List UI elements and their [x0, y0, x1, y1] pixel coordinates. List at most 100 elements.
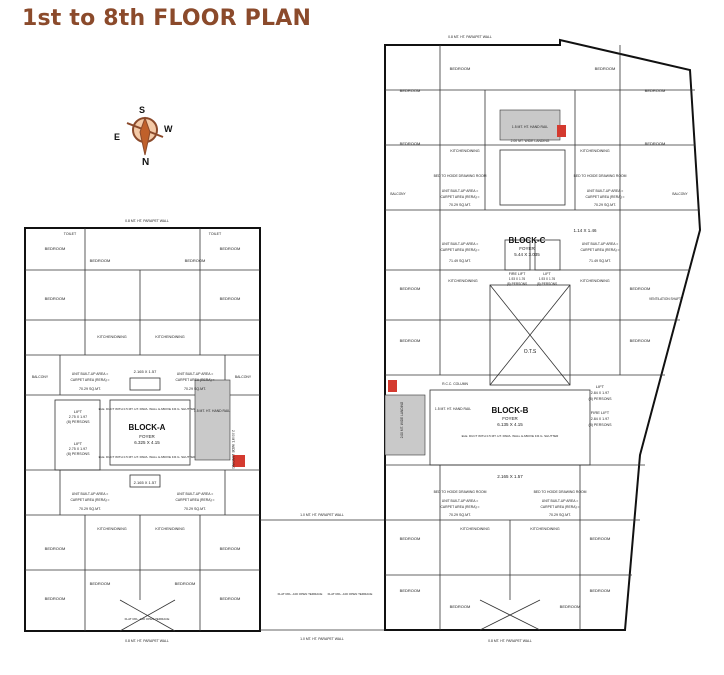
compass-w: W: [164, 124, 173, 134]
a-toilet-2: TOILET: [209, 232, 222, 236]
block-c-foyer-size: 5.44 X 3.035: [514, 252, 540, 257]
b-bedroom-6: BEDROOM: [560, 604, 581, 609]
b-bedroom-3: BEDROOM: [400, 588, 421, 593]
a-kitchen-1: KITCHEN/DINING: [97, 335, 127, 339]
a-bedroom-5: BEDROOM: [45, 296, 66, 301]
block-b-lift-2: FIRE LIFT: [591, 410, 610, 415]
a-built-up-4: UNIT BUILT-UP AREA =: [177, 492, 213, 496]
link-parapet-bottom: 1.0 MT. HT. PARAPET WALL: [300, 637, 344, 641]
c-carpet-3: CARPET AREA (RERA) =: [440, 248, 479, 252]
b-built-up-1: UNIT BUILT-UP AREA =: [442, 499, 478, 503]
c-kitchen-3: KITCHEN/DINING: [448, 279, 478, 283]
block-c-lift-persons: (8) PERSONS: [537, 282, 557, 286]
block-a-lift-1: LIFT: [74, 409, 83, 414]
c-carpet-2: CARPET AREA (RERA) =: [585, 195, 624, 199]
a-bedroom-4: BEDROOM: [220, 246, 241, 251]
block-c-landing: 2.00 MT. WIDE LANDING: [511, 139, 550, 143]
block-c-fire-lift: FIRE LIFT: [509, 272, 526, 276]
a-carpet-2: CARPET AREA (RERA) =: [175, 378, 214, 382]
a-carpet-3: CARPET AREA (RERA) =: [70, 498, 109, 502]
c-kitchen-1: KITCHEN/DINING: [450, 149, 480, 153]
block-b-duct: ELE. DUCT WITH 0.5 MT. HT. PARA. WALL & …: [462, 434, 560, 438]
block-b-lift-2-persons: (8) PERSONS: [589, 423, 613, 427]
block-a: BLOCK-A FOYER 6.325 X 4.15 LIFT 2.75 X 1…: [24, 219, 261, 643]
b-cutout: O.T.S: [524, 349, 537, 355]
c-ventilation: VENTILATION SHAFT: [649, 297, 681, 301]
c-built-up-3: UNIT BUILT-UP AREA =: [442, 242, 478, 246]
block-a-shaft-top: 2.165 X 1.57: [134, 369, 157, 374]
terrace-link: 1.0 MT. HT. PARAPET WALL 1.0 MT. HT. PAR…: [260, 513, 385, 641]
block-c-lift: LIFT: [543, 272, 551, 276]
block-a-duct-top: ELE. DUCT WITH 0.5 MT. HT. PARA. WALL & …: [99, 407, 197, 411]
block-b-name: BLOCK-B: [492, 406, 529, 415]
a-built-up-2: UNIT BUILT-UP AREA =: [177, 372, 213, 376]
block-c-foyer: FOYER: [519, 246, 535, 251]
a-area-2: 70.29 SQ.MT.: [184, 387, 206, 391]
a-toilet-1: TOILET: [64, 232, 77, 236]
a-bedroom-7: BEDROOM: [45, 546, 66, 551]
block-b-foyer-size: 6.135 X 4.15: [497, 422, 523, 427]
a-bedroom-11: BEDROOM: [90, 581, 111, 586]
block-b-lift-2-size: 2.84 X 1.97: [591, 417, 609, 421]
c-living-2: BED TO HOIDE DRAWING ROOM: [574, 174, 627, 178]
b-area-2: 70.29 SQ.MT.: [549, 513, 571, 517]
a-parapet-top: 0.8 MT. HT. PARAPET WALL: [125, 219, 169, 223]
c-kitchen-4: KITCHEN/DINING: [580, 279, 610, 283]
link-parapet-top: 1.0 MT. HT. PARAPET WALL: [300, 513, 344, 517]
c-built-up-4: UNIT BUILT-UP AREA =: [582, 242, 618, 246]
a-bedroom-2: BEDROOM: [90, 258, 111, 263]
c-bedroom-2: BEDROOM: [595, 66, 616, 71]
a-carpet-1: CARPET AREA (RERA) =: [70, 378, 109, 382]
b-living-1: BED TO HOIDE DRAWING ROOM: [434, 490, 487, 494]
c-area-3: 71.49 SQ.MT.: [449, 259, 471, 263]
block-c-fire-lift-size: 1.93 X 1.76: [509, 277, 526, 281]
a-bedroom-10: BEDROOM: [220, 596, 241, 601]
block-bc: BLOCK-C FOYER 5.44 X 3.035 FIRE LIFT 1.9…: [384, 35, 702, 643]
a-built-up-1: UNIT BUILT-UP AREA =: [72, 372, 108, 376]
compass-n: N: [142, 157, 149, 168]
a-bedroom-12: BEDROOM: [175, 581, 196, 586]
a-flat-roof: FLAT RFL.-100 OPEN TERRACE: [125, 617, 170, 621]
block-a-lift-1-size: 2.75 X 1.97: [69, 415, 87, 419]
a-kitchen-4: KITCHEN/DINING: [155, 527, 185, 531]
a-balcony-1: BALCONY: [32, 375, 49, 379]
block-b-shaft: 2.165 X 1.57: [497, 474, 523, 479]
b-bedroom-4: BEDROOM: [590, 588, 611, 593]
c-carpet-4: CARPET AREA (RERA) =: [580, 248, 619, 252]
link-flat-roof-2: FLAT RFL.-100 OPEN TERRACE: [328, 592, 373, 596]
block-c-shaft: 1.14 X 1.46: [573, 228, 597, 233]
block-c-column: R.C.C. COLUMN: [442, 382, 468, 386]
block-b-lift-1-size: 2.84 X 1.97: [591, 391, 609, 395]
link-flat-roof-1: FLAT RFL.-100 OPEN TERRACE: [278, 592, 323, 596]
block-a-duct-bot: ELE. DUCT WITH 0.5 MT. HT. PARA. WALL & …: [99, 455, 197, 459]
c-kitchen-2: KITCHEN/DINING: [580, 149, 610, 153]
b-area-1: 70.29 SQ.MT.: [449, 513, 471, 517]
b-kitchen-1: KITCHEN/DINING: [460, 527, 490, 531]
block-a-landing: 2.00 MT. WIDE LANDING: [231, 430, 235, 469]
c-balcony-1: BALCONY: [390, 192, 406, 196]
block-a-lift-1-persons: (8) PERSONS: [67, 420, 91, 424]
block-b-landing: 2.00 MT. WIDE LANDING: [400, 401, 404, 438]
block-a-shaft-bot: 2.165 X 1.57: [134, 480, 157, 485]
block-c-lift-size: 1.93 X 1.76: [539, 277, 556, 281]
c-area-2: 70.29 SQ.MT.: [594, 203, 616, 207]
c-bedroom-5: BEDROOM: [400, 141, 421, 146]
b-carpet-2: CARPET AREA (RERA) =: [540, 505, 579, 509]
a-kitchen-3: KITCHEN/DINING: [97, 527, 127, 531]
a-balcony-2: BALCONY: [235, 375, 252, 379]
a-kitchen-2: KITCHEN/DINING: [155, 335, 185, 339]
c-area-4: 71.49 SQ.MT.: [589, 259, 611, 263]
a-bedroom-8: BEDROOM: [220, 546, 241, 551]
b-bedroom-5: BEDROOM: [450, 604, 471, 609]
plan-title: 1st to 8th FLOOR PLAN: [22, 6, 312, 31]
b-living-2: BED TO HOIDE DRAWING ROOM: [534, 490, 587, 494]
block-a-lift-2: LIFT: [74, 441, 83, 446]
a-bedroom-3: BEDROOM: [185, 258, 206, 263]
a-bedroom-6: BEDROOM: [220, 296, 241, 301]
a-area-4: 70.29 SQ.MT.: [184, 507, 206, 511]
c-parapet-top: 0.8 MT. HT. PARAPET WALL: [448, 35, 492, 39]
a-bedroom-1: BEDROOM: [45, 246, 66, 251]
c-bedroom-10: BEDROOM: [630, 338, 651, 343]
c-bedroom-4: BEDROOM: [645, 88, 666, 93]
b-bedroom-1: BEDROOM: [400, 536, 421, 541]
